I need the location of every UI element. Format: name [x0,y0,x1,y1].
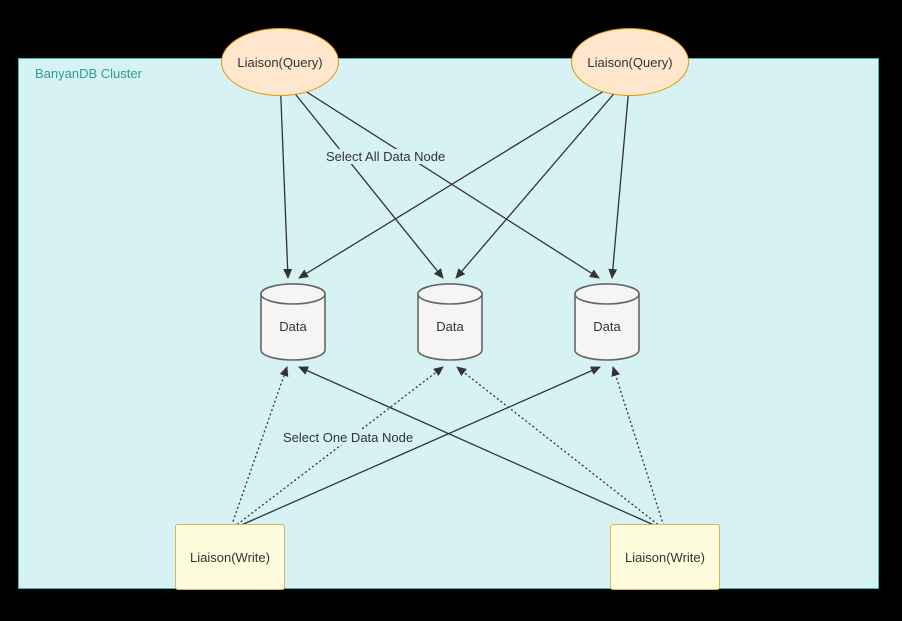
database-cylinder-icon [417,283,483,361]
cluster-label: BanyanDB Cluster [35,66,142,81]
data-node-3-label: Data [593,319,621,334]
write-node-1: Liaison(Write) [175,524,285,590]
query-node-1-label: Liaison(Query) [237,54,323,70]
data-node-3: Data [574,283,640,361]
data-node-1: Data [260,283,326,361]
edge-label-select-all: Select All Data Node [324,149,448,164]
data-node-2: Data [417,283,483,361]
edge-label-select-one: Select One Data Node [281,430,416,445]
data-node-2-label: Data [436,319,464,334]
database-cylinder-icon [260,283,326,361]
data-node-1-label: Data [279,319,307,334]
query-node-1: Liaison(Query) [221,28,339,96]
query-node-2-label: Liaison(Query) [587,54,673,70]
write-node-2-label: Liaison(Write) [625,549,705,565]
query-node-2: Liaison(Query) [571,28,689,96]
write-node-2: Liaison(Write) [610,524,720,590]
database-cylinder-icon [574,283,640,361]
write-node-1-label: Liaison(Write) [190,549,270,565]
